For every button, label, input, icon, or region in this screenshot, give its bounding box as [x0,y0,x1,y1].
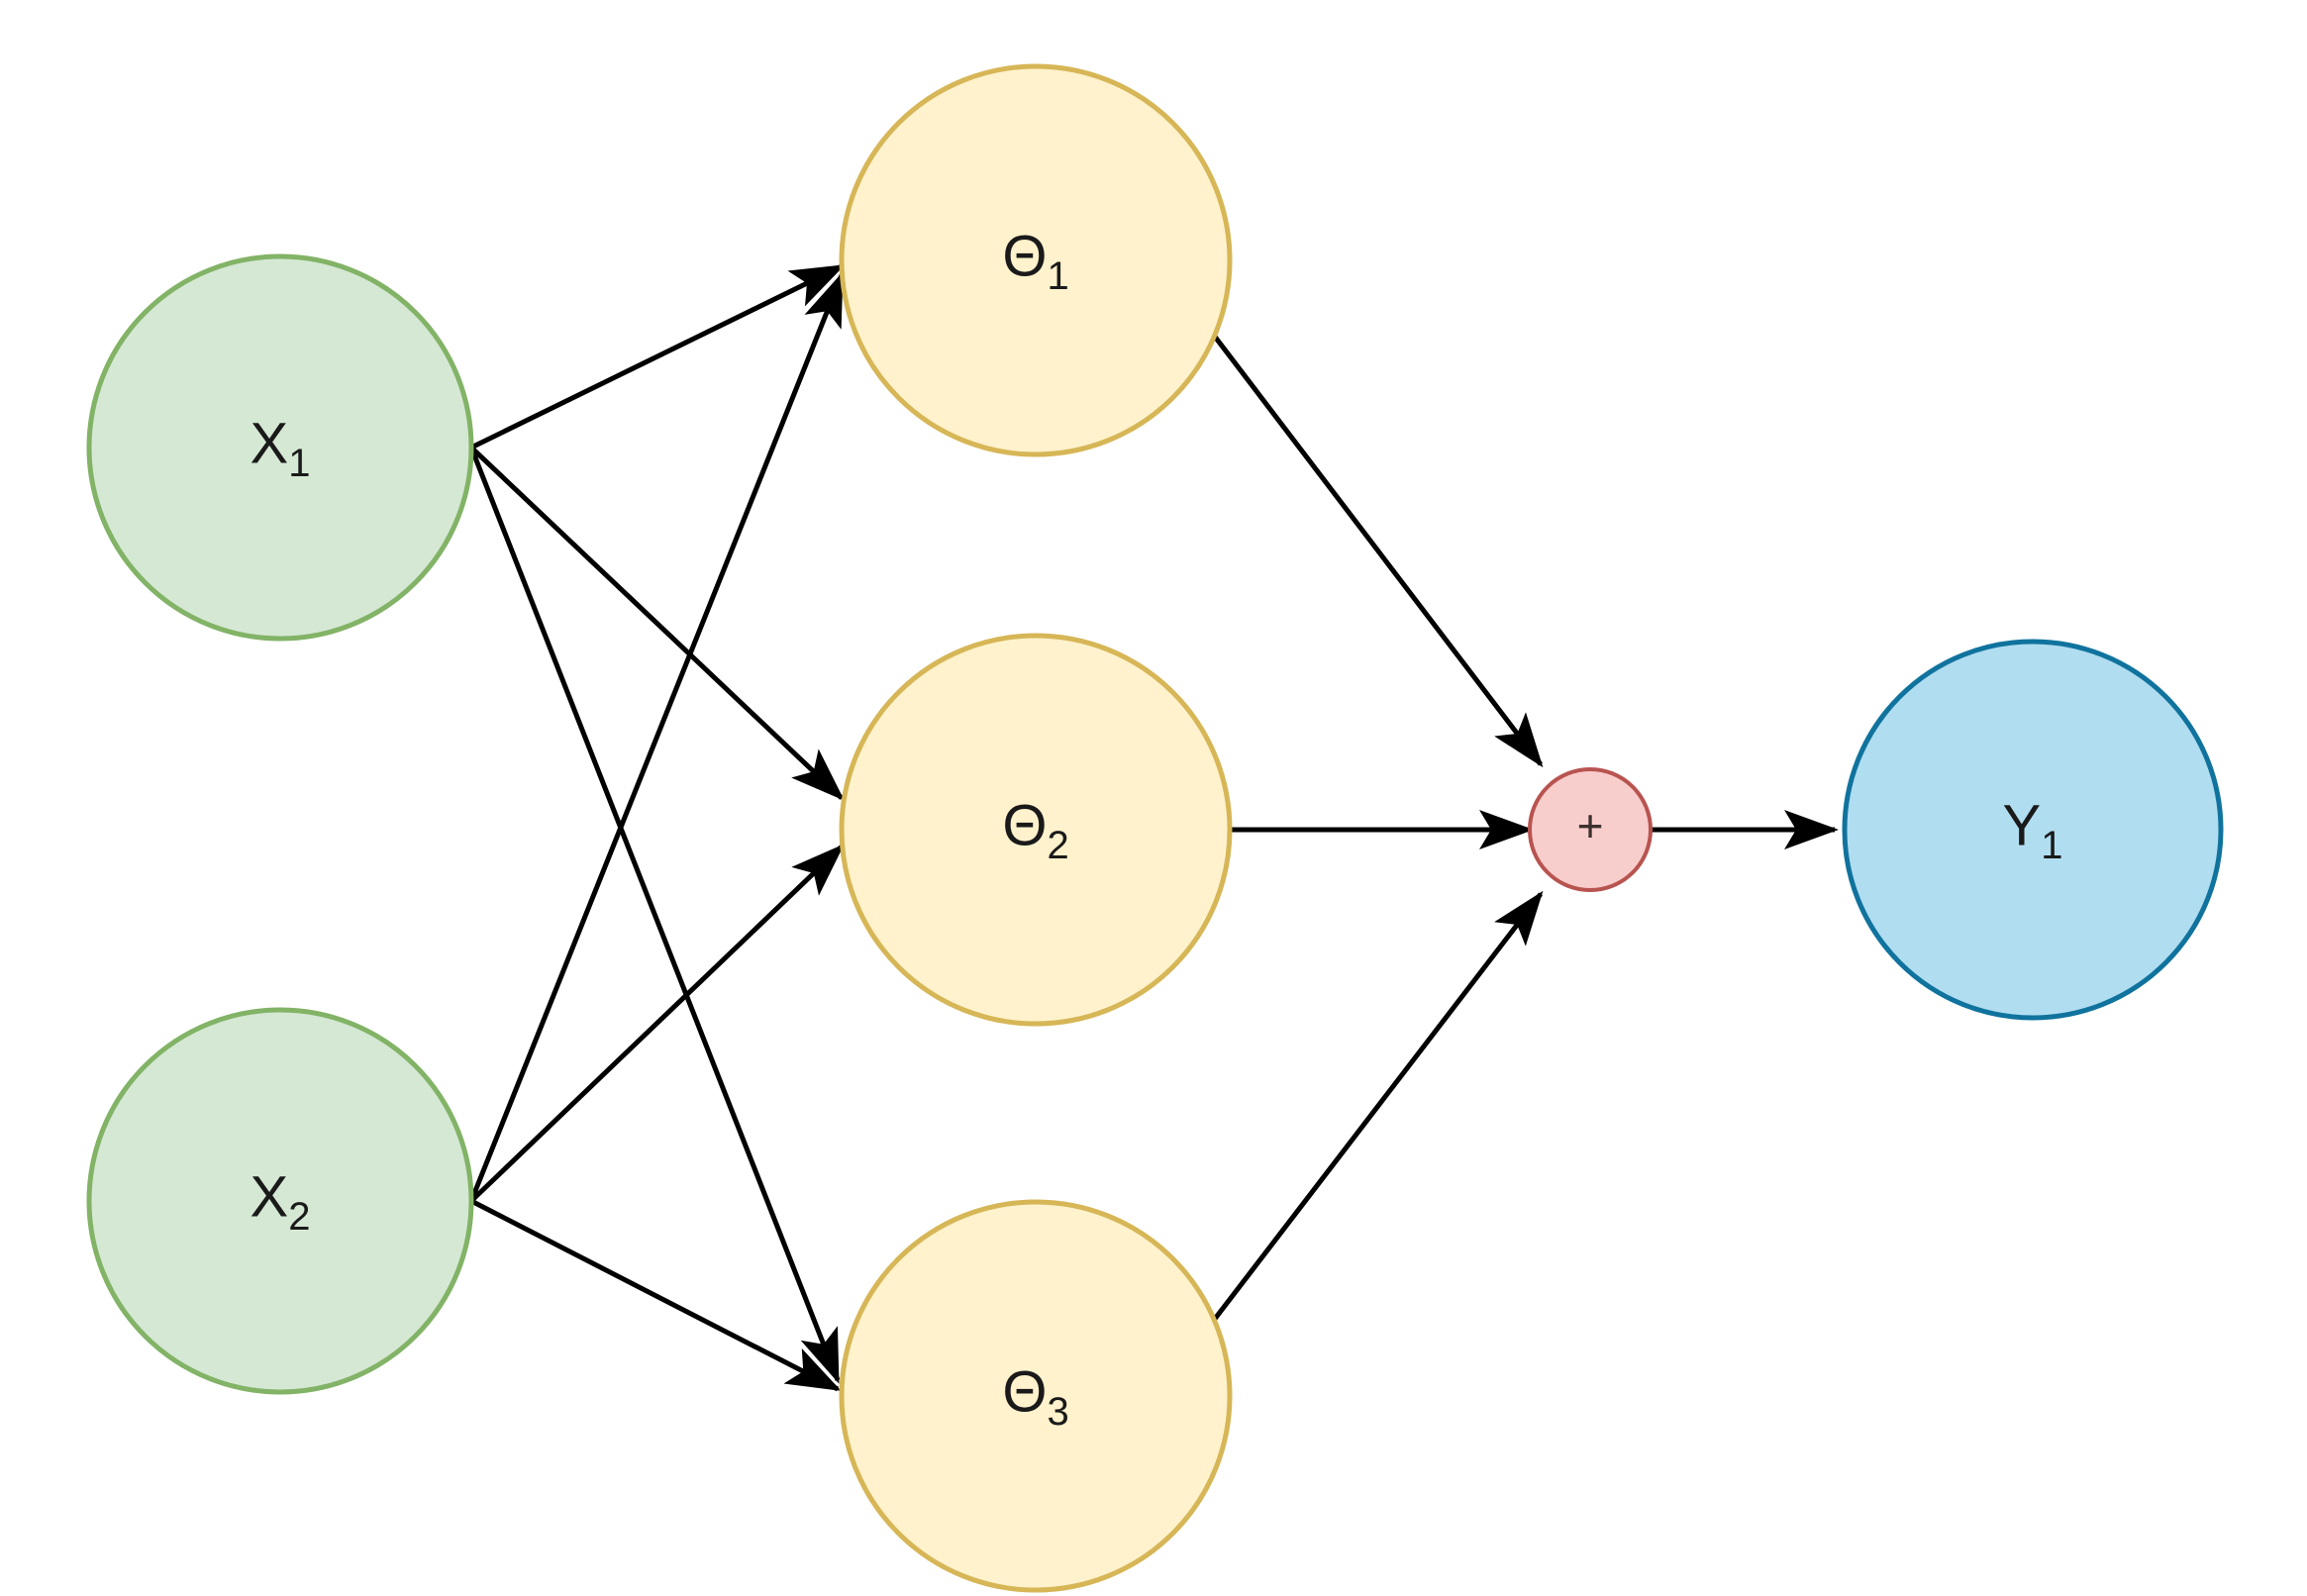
node-circle-theta1[interactable] [839,63,1233,457]
node-circle-y1[interactable] [1842,639,2224,1021]
node-subscript-theta2: 2 [1047,824,1068,867]
edge-x1-theta1 [469,263,846,450]
node-theta2[interactable]: Θ2 [839,633,1233,1027]
node-theta1[interactable]: Θ1 [839,63,1233,457]
node-label-sum: + [1577,800,1604,851]
node-label-x1: X1 [251,411,311,484]
node-sum[interactable]: + [1528,767,1653,892]
node-y1[interactable]: Y1 [1842,639,2224,1021]
node-subscript-y1: 1 [2041,824,2062,867]
edge-theta3-sum [1213,890,1544,1321]
node-circle-theta2[interactable] [839,633,1233,1027]
edge-x1-theta3 [468,447,841,1384]
node-circle-theta3[interactable] [839,1199,1233,1593]
edge-x2-theta1 [468,271,845,1202]
node-subscript-theta1: 1 [1047,254,1068,298]
node-circle-x1[interactable] [86,253,474,642]
node-x1[interactable]: X1 [86,253,474,642]
node-theta3[interactable]: Θ3 [839,1199,1233,1593]
node-subscript-x2: 2 [288,1195,310,1239]
node-subscript-theta3: 3 [1047,1390,1068,1434]
edge-x1-theta2 [469,446,845,801]
edge-x2-theta2 [469,844,845,1203]
node-x2[interactable]: X2 [86,1007,474,1395]
edge-theta1-sum [1213,335,1544,768]
node-circle-x2[interactable] [86,1007,474,1395]
edge-x2-theta3 [469,1198,842,1392]
node-subscript-x1: 1 [288,442,310,485]
edges-group [468,263,1840,1392]
node-circle-sum[interactable] [1528,767,1653,892]
